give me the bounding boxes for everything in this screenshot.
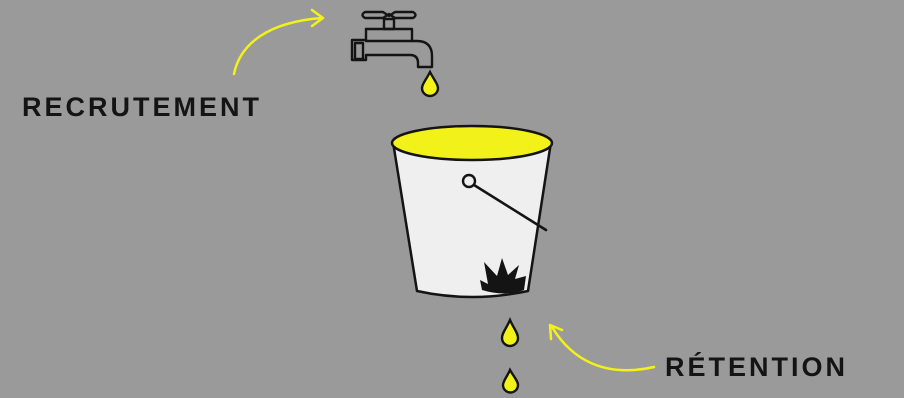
faucet-icon (352, 12, 432, 67)
retention-arrow-icon (550, 325, 654, 370)
recruitment-arrow-icon (234, 10, 323, 74)
water-drop-icon (502, 320, 518, 346)
retention-label: RÉTENTION (665, 354, 848, 381)
water-drop-icon (503, 370, 518, 393)
bucket-icon (392, 126, 552, 297)
recruitment-label: RECRUTEMENT (22, 94, 262, 121)
leak-drops (502, 320, 518, 393)
water-drop-icon (422, 72, 438, 96)
